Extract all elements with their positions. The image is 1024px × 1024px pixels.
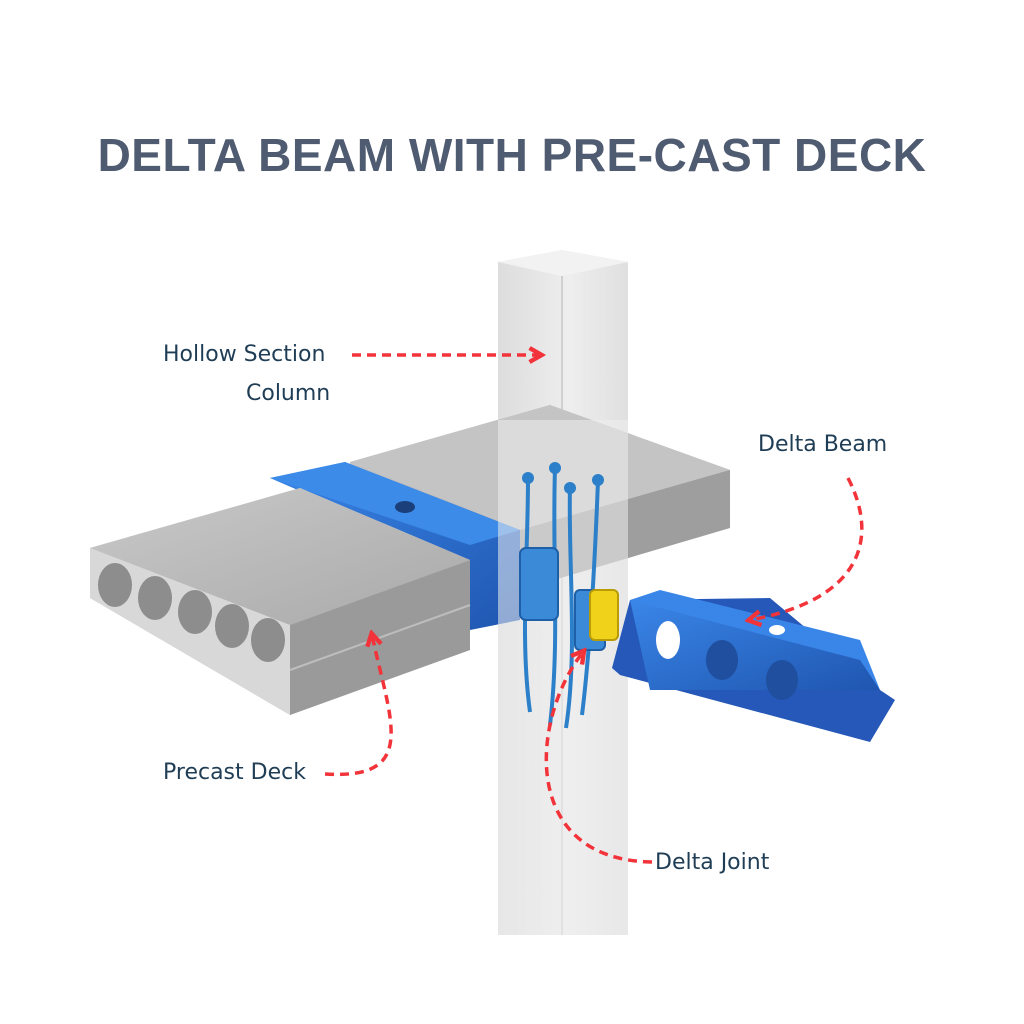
label-delta-joint: Delta Joint (655, 850, 770, 875)
arrow-delta-joint (544, 652, 653, 864)
diagram-title: DELTA BEAM WITH PRE-CAST DECK (97, 129, 927, 181)
label-hollow-section-column-line2: Column (246, 381, 331, 406)
arrow-precast-deck (324, 635, 393, 777)
delta-beam-detached (612, 590, 895, 742)
column-front-face (498, 420, 628, 935)
label-delta-beam: Delta Beam (758, 432, 888, 457)
label-precast-deck: Precast Deck (163, 760, 306, 785)
arrow-delta-beam (750, 477, 864, 620)
delta-joint-yellow-plate (589, 589, 619, 641)
label-hollow-section-column-line1: Hollow Section (163, 342, 326, 367)
annotation-arrows (324, 355, 864, 864)
